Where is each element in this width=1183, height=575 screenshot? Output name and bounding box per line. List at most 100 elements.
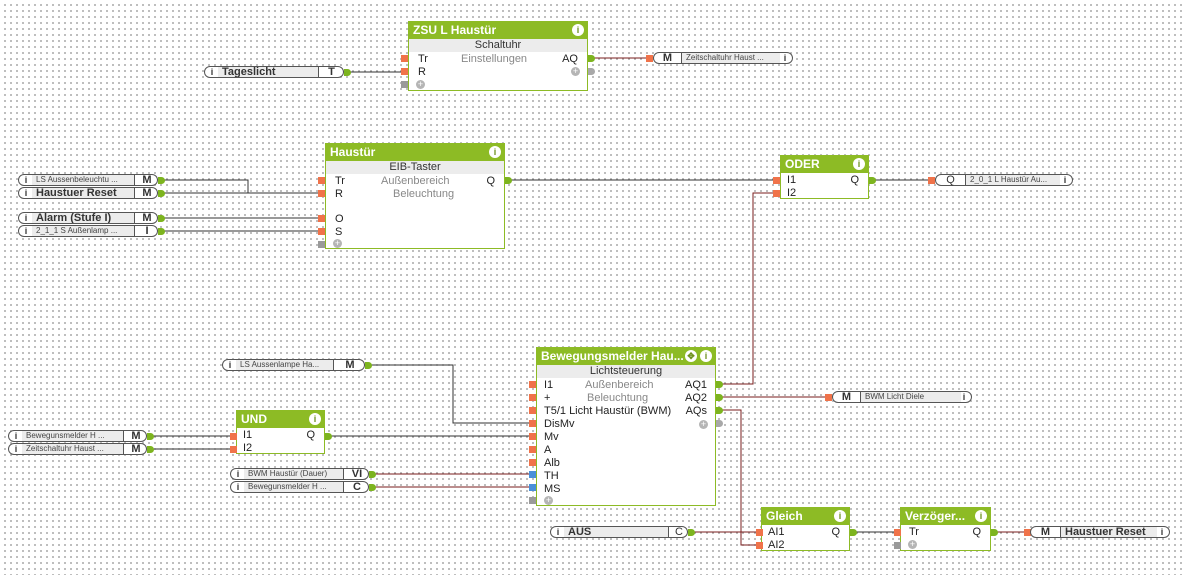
pin-oder-i2[interactable]	[773, 190, 780, 197]
pin-bwm-dismv[interactable]	[529, 420, 536, 427]
pin-zsu-add[interactable]	[401, 81, 408, 88]
connector-bewegungsmelder-2[interactable]: i Bewegunsmelder H ... C	[230, 481, 369, 493]
connector-oder-out[interactable]: Q 2_0_1 L Haustür Au... i	[935, 174, 1073, 186]
pin-alarm[interactable]	[158, 215, 165, 222]
pin-gleich-q[interactable]	[850, 529, 857, 536]
add-output-icon[interactable]: +	[699, 419, 708, 429]
pin-bwm-extra[interactable]	[716, 420, 723, 427]
pin-ls-aussenbeleuchtung[interactable]	[158, 177, 165, 184]
pin-gleich-ai2[interactable]	[756, 542, 763, 549]
pin-bwm-a[interactable]	[529, 446, 536, 453]
add-input-icon[interactable]: +	[333, 238, 342, 248]
connector-ls-aussenlampe[interactable]: i LS Aussenlampe Ha... M	[222, 359, 365, 371]
pin-haustuer-tr[interactable]	[318, 177, 325, 184]
pin-haustuer-reset-in[interactable]	[158, 190, 165, 197]
add-input-icon[interactable]: +	[416, 79, 425, 89]
pin-bwm-aq2[interactable]	[716, 394, 723, 401]
connector-bewegungsmelder-1[interactable]: i Bewegunsmelder H ... M	[8, 430, 147, 442]
pin-und-i1[interactable]	[230, 433, 237, 440]
pin-bewegungsmelder-1[interactable]	[147, 433, 154, 440]
pin-verz-add[interactable]	[894, 542, 901, 549]
pin-bwm-aq1[interactable]	[716, 381, 723, 388]
pin-haustuer-r[interactable]	[318, 190, 325, 197]
info-icon[interactable]: i	[14, 431, 18, 441]
pin-haustuer-o[interactable]	[318, 215, 325, 222]
pin-zsu-r[interactable]	[401, 68, 408, 75]
pin-haustuer-add[interactable]	[318, 241, 325, 248]
info-icon[interactable]: i	[572, 24, 584, 36]
pin-oder-out[interactable]	[928, 177, 935, 184]
info-icon[interactable]: i	[236, 482, 240, 492]
info-icon[interactable]: i	[210, 67, 214, 77]
add-output-icon[interactable]: +	[571, 66, 580, 76]
connector-aus[interactable]: i AUS C	[550, 526, 688, 538]
connector-ls-aussenbeleuchtung[interactable]: i LS Aussenbeleuchtu ... M	[18, 174, 158, 186]
connector-zeitschaltuhr-in[interactable]: i Zeitschaltuhr Haust ... M	[8, 443, 147, 455]
pin-haustuer-s[interactable]	[318, 228, 325, 235]
pin-bwm-mv[interactable]	[529, 433, 536, 440]
pin-und-q[interactable]	[325, 433, 332, 440]
info-icon[interactable]: i	[556, 527, 560, 537]
pin-bwm-ms[interactable]	[529, 484, 536, 491]
pin-bwm-plus[interactable]	[529, 394, 536, 401]
info-icon[interactable]: i	[1160, 527, 1164, 537]
connector-haustuer-reset-in[interactable]: i Haustuer Reset M	[18, 187, 158, 199]
info-icon[interactable]: i	[24, 213, 28, 223]
add-input-icon[interactable]: +	[544, 495, 553, 505]
pin-aus[interactable]	[688, 529, 695, 536]
pin-bwm-aqs[interactable]	[716, 407, 723, 414]
pin-bwm-licht-diele[interactable]	[825, 394, 832, 401]
pin-verz-q[interactable]	[991, 529, 998, 536]
pin-bwm-add[interactable]	[529, 497, 536, 504]
block-bewegungsmelder[interactable]: Bewegungsmelder Hau...✥i Lichtsteuerung …	[536, 347, 716, 506]
pin-bwm-dauer[interactable]	[369, 471, 376, 478]
pin-bwm-alb[interactable]	[529, 459, 536, 466]
info-icon[interactable]: i	[700, 350, 712, 362]
pin-gleich-ai1[interactable]	[756, 529, 763, 536]
pin-haustuer-reset-out[interactable]	[1024, 529, 1031, 536]
connector-alarm[interactable]: i Alarm (Stufe I) M	[18, 212, 158, 224]
info-icon[interactable]: i	[228, 360, 232, 370]
pin-bwm-th[interactable]	[529, 471, 536, 478]
info-icon[interactable]: i	[962, 392, 966, 402]
add-input-icon[interactable]: +	[908, 539, 917, 549]
block-verzoegerung[interactable]: Verzöger...i Tr Q +	[900, 507, 991, 551]
pin-zeitschaltuhr-in[interactable]	[147, 446, 154, 453]
move-icon[interactable]: ✥	[685, 350, 697, 362]
connector-s-aussenlampe[interactable]: i 2_1_1 S Außenlamp ... I	[18, 225, 158, 237]
info-icon[interactable]: i	[1063, 175, 1067, 185]
info-icon[interactable]: i	[24, 226, 28, 236]
connector-haustuer-reset-out[interactable]: M Haustuer Reset i	[1030, 526, 1170, 538]
pin-bewegungsmelder-2[interactable]	[369, 484, 376, 491]
info-icon[interactable]: i	[834, 510, 846, 522]
connector-tageslicht[interactable]: i Tageslicht T	[204, 66, 344, 78]
info-icon[interactable]: i	[783, 53, 787, 63]
pin-bwm-t5[interactable]	[529, 407, 536, 414]
pin-verz-tr[interactable]	[894, 529, 901, 536]
pin-zsu-tr[interactable]	[401, 55, 408, 62]
pin-s-aussenlampe[interactable]	[158, 228, 165, 235]
pin-bwm-i1[interactable]	[529, 381, 536, 388]
pin-und-i2[interactable]	[230, 446, 237, 453]
pin-haustuer-q[interactable]	[505, 177, 512, 184]
pin-zsu-extra[interactable]	[588, 68, 595, 75]
info-icon[interactable]: i	[309, 413, 321, 425]
info-icon[interactable]: i	[24, 188, 28, 198]
pin-zsu-aq[interactable]	[588, 55, 595, 62]
pin-oder-i1[interactable]	[773, 177, 780, 184]
connector-bwm-licht-diele[interactable]: M BWM Licht Diele i	[832, 391, 972, 403]
info-icon[interactable]: i	[975, 510, 987, 522]
pin-oder-q[interactable]	[869, 177, 876, 184]
info-icon[interactable]: i	[14, 444, 18, 454]
connector-bwm-dauer[interactable]: i BWM Haustür (Dauer) VI	[230, 468, 369, 480]
pin-zeitschaltuhr-out[interactable]	[646, 55, 653, 62]
info-icon[interactable]: i	[24, 175, 28, 185]
pin-tageslicht[interactable]	[344, 69, 351, 76]
connector-zeitschaltuhr-out[interactable]: M Zeitschaltuhr Haust ... i	[653, 52, 793, 64]
pin-ls-aussenlampe[interactable]	[365, 362, 372, 369]
